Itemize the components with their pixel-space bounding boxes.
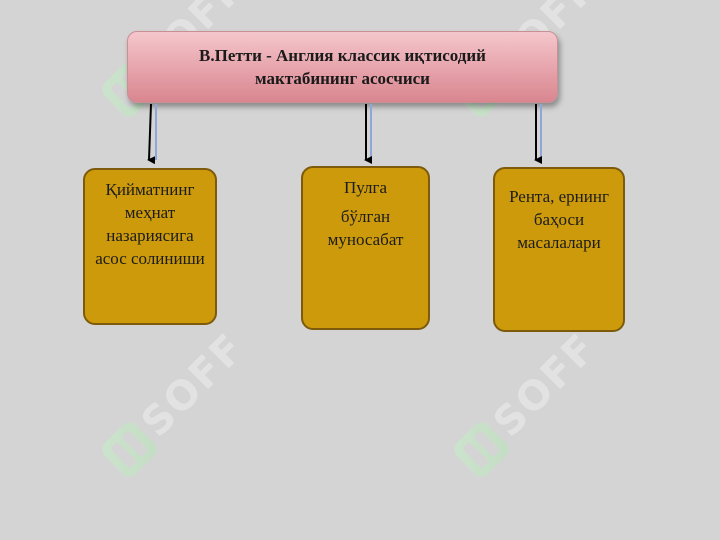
node-labor-theory: Қийматнинг меҳнат назариясига асос солин… — [83, 168, 217, 325]
node-money-attitude-line-1: Пулга — [343, 178, 388, 197]
node-rent-land-price-text: Рента, ернинг баҳоси масалалари — [509, 187, 609, 252]
node-money-attitude-line-2: бўлган муносабат — [327, 207, 404, 249]
node-money-attitude: Пулга бўлган муносабат — [301, 166, 430, 330]
node-rent-land-price: Рента, ернинг баҳоси масалалари — [493, 167, 625, 332]
title-line-2: мактабининг асосчиси — [255, 69, 430, 88]
title-box: В.Петти - Англия классик иқтисодий макта… — [127, 31, 558, 103]
arrow-left — [147, 103, 156, 165]
node-labor-theory-text: Қийматнинг меҳнат назариясига асос солин… — [95, 180, 205, 268]
title-text: В.Петти - Англия классик иқтисодий макта… — [199, 44, 486, 90]
title-line-1: В.Петти - Англия классик иқтисодий — [199, 46, 486, 65]
